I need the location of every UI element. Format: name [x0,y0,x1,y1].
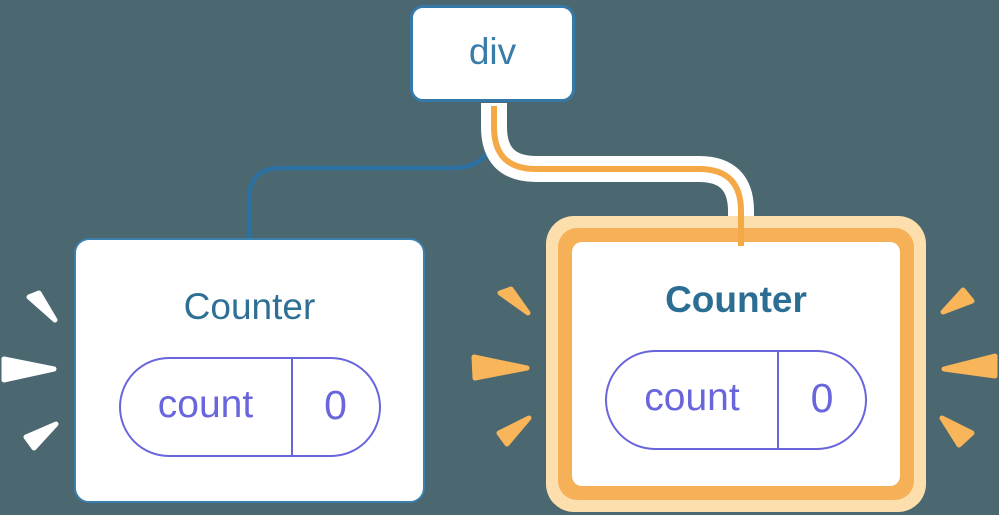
component-title: Counter [665,279,807,320]
counter-card-right: Counter count 0 [572,242,900,486]
state-name-segment: count [607,352,779,448]
state-name: count [644,376,740,419]
state-pill: count 0 [605,350,867,450]
state-pill: count 0 [118,357,381,457]
counter-card-left: Counter count 0 [74,238,425,503]
counter-card-right-orange-ring: Counter count 0 [558,228,914,500]
root-node: div [410,5,575,102]
counter-card-right-highlight-ring: Counter count 0 [546,216,926,512]
component-title: Counter [183,286,316,327]
state-value-segment: 0 [293,359,379,455]
edge-to-left-counter [246,103,497,242]
state-value: 0 [810,374,834,421]
state-name-segment: count [121,359,293,455]
root-node-label: div [468,31,517,72]
state-value-segment: 0 [779,352,865,448]
edge-to-right-counter-halo [481,103,754,224]
state-name: count [157,383,254,426]
state-value: 0 [324,381,347,428]
